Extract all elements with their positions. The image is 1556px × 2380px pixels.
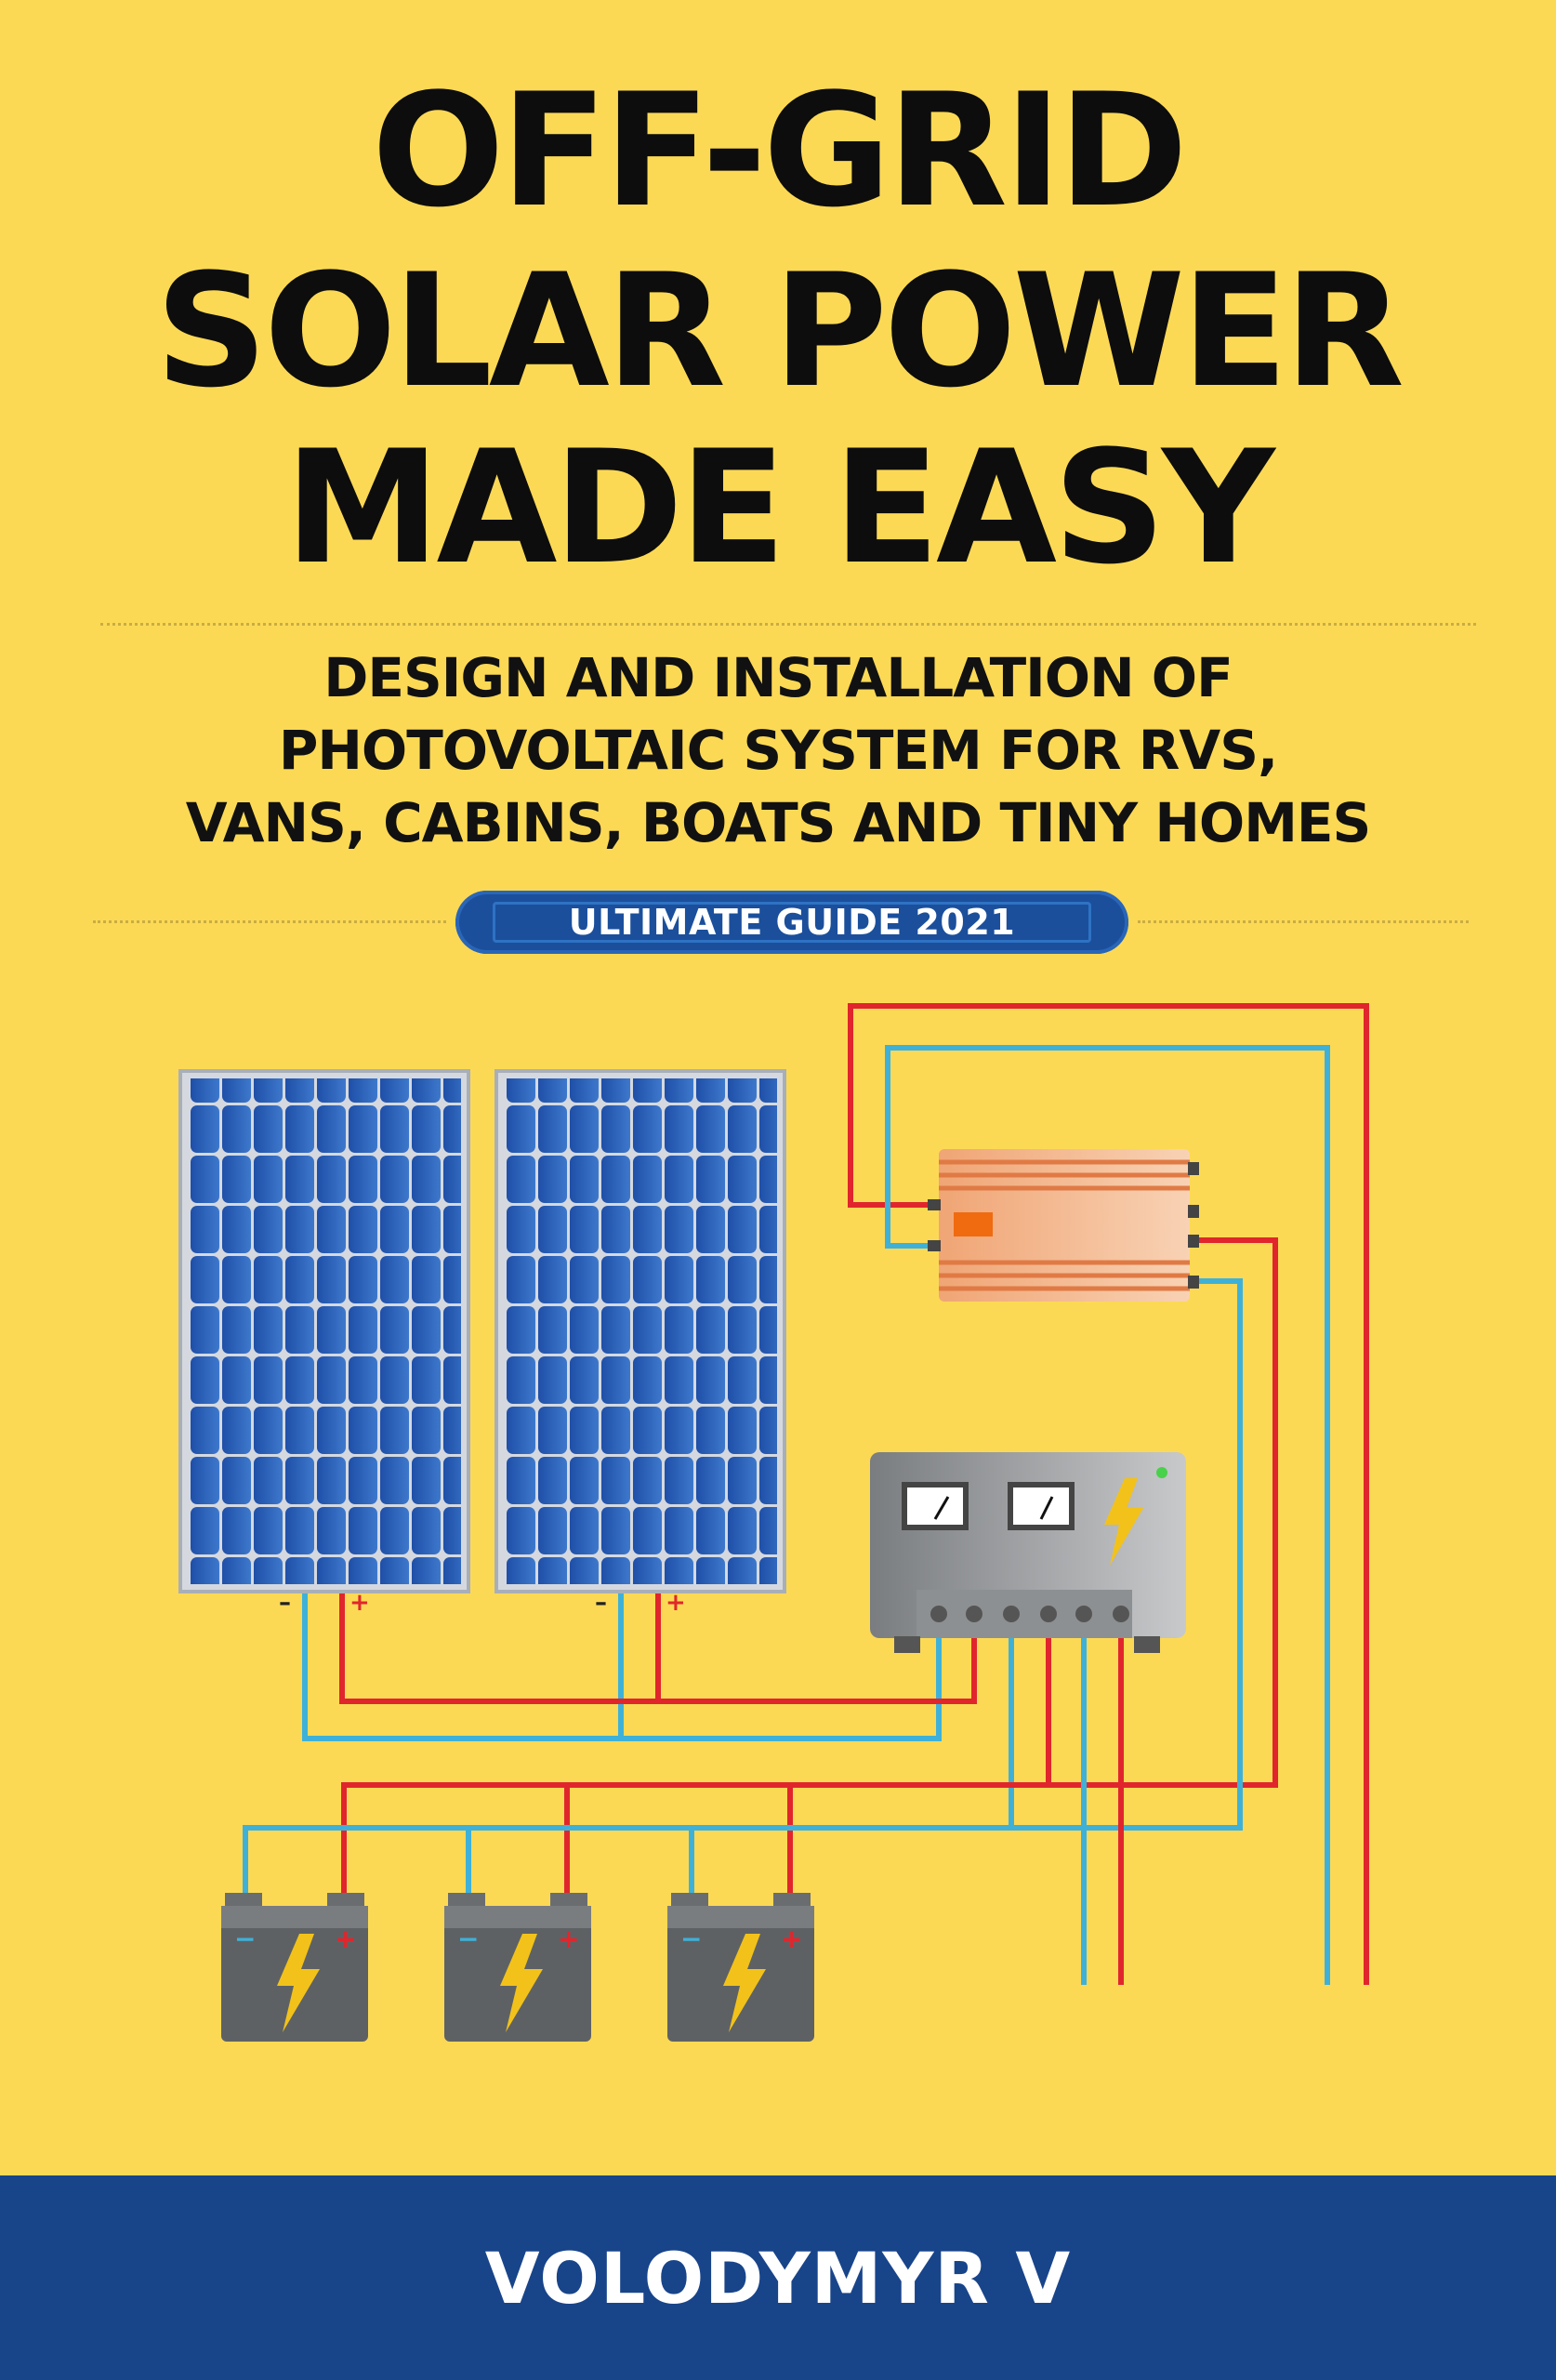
meter-left-icon xyxy=(902,1482,969,1530)
charge-controller xyxy=(870,1452,1186,1653)
inverter-display-icon xyxy=(954,1212,993,1236)
battery-2: − + xyxy=(444,1893,591,2042)
battery-1-negative-label: − xyxy=(234,1924,256,1954)
inverter xyxy=(928,1149,1199,1302)
panel-2-negative-label: – xyxy=(595,1589,607,1617)
author-name: VOLODYMYR V xyxy=(484,2236,1072,2320)
solar-system-diagram: – + – + xyxy=(178,1003,1369,2042)
wire-top-red xyxy=(848,1003,1369,1985)
panel-1-positive-label: + xyxy=(349,1589,370,1617)
wire-inverter-red xyxy=(1046,1237,1278,1788)
battery-1-positive-label: + xyxy=(335,1924,356,1954)
wire-top-blue xyxy=(885,1045,1330,1985)
controller-bolt-icon xyxy=(1104,1478,1143,1566)
battery-1: − + xyxy=(221,1893,368,2042)
meter-right-icon xyxy=(1008,1482,1075,1530)
ultimate-guide-badge: ULTIMATE GUIDE 2021 xyxy=(455,891,1128,954)
battery-3: − + xyxy=(667,1893,814,2042)
wiring xyxy=(243,1003,1369,1985)
battery-2-positive-label: + xyxy=(558,1924,579,1954)
battery-3-bolt-icon xyxy=(723,1934,766,2032)
subtitle-line-3: VANS, CABINS, BOATS AND TINY HOMES xyxy=(185,791,1372,854)
panel-2-positive-label: + xyxy=(666,1589,686,1617)
battery-3-negative-label: − xyxy=(680,1924,702,1954)
badge-inner-frame xyxy=(493,902,1091,943)
author-band: VOLODYMYR V xyxy=(0,2175,1556,2380)
subtitle-line-2: PHOTOVOLTAIC SYSTEM FOR RVS, xyxy=(278,719,1278,782)
controller-led-icon xyxy=(1156,1467,1167,1478)
wire-battery-red xyxy=(341,1782,1048,1897)
panel-1-negative-label: – xyxy=(279,1589,291,1617)
battery-2-negative-label: − xyxy=(457,1924,479,1954)
solar-panel-1: – + xyxy=(178,1069,470,1617)
title-line-2: SOLAR POWER xyxy=(154,240,1404,422)
solar-panel-2: – + xyxy=(494,1069,786,1617)
battery-1-bolt-icon xyxy=(277,1934,320,2032)
wire-battery-blue xyxy=(243,1825,1011,1897)
battery-3-positive-label: + xyxy=(781,1924,802,1954)
badge-label: ULTIMATE GUIDE 2021 xyxy=(568,902,1016,943)
subtitle-line-1: DESIGN AND INSTALLATION OF xyxy=(323,646,1233,709)
wire-inverter-blue xyxy=(1009,1278,1243,1831)
battery-2-bolt-icon xyxy=(500,1934,543,2032)
divider-left xyxy=(93,920,446,923)
title-line-3: MADE EASY xyxy=(284,416,1274,599)
divider-top xyxy=(100,623,1476,626)
divider-right xyxy=(1138,920,1469,923)
title-line-1: OFF-GRID xyxy=(371,60,1188,242)
